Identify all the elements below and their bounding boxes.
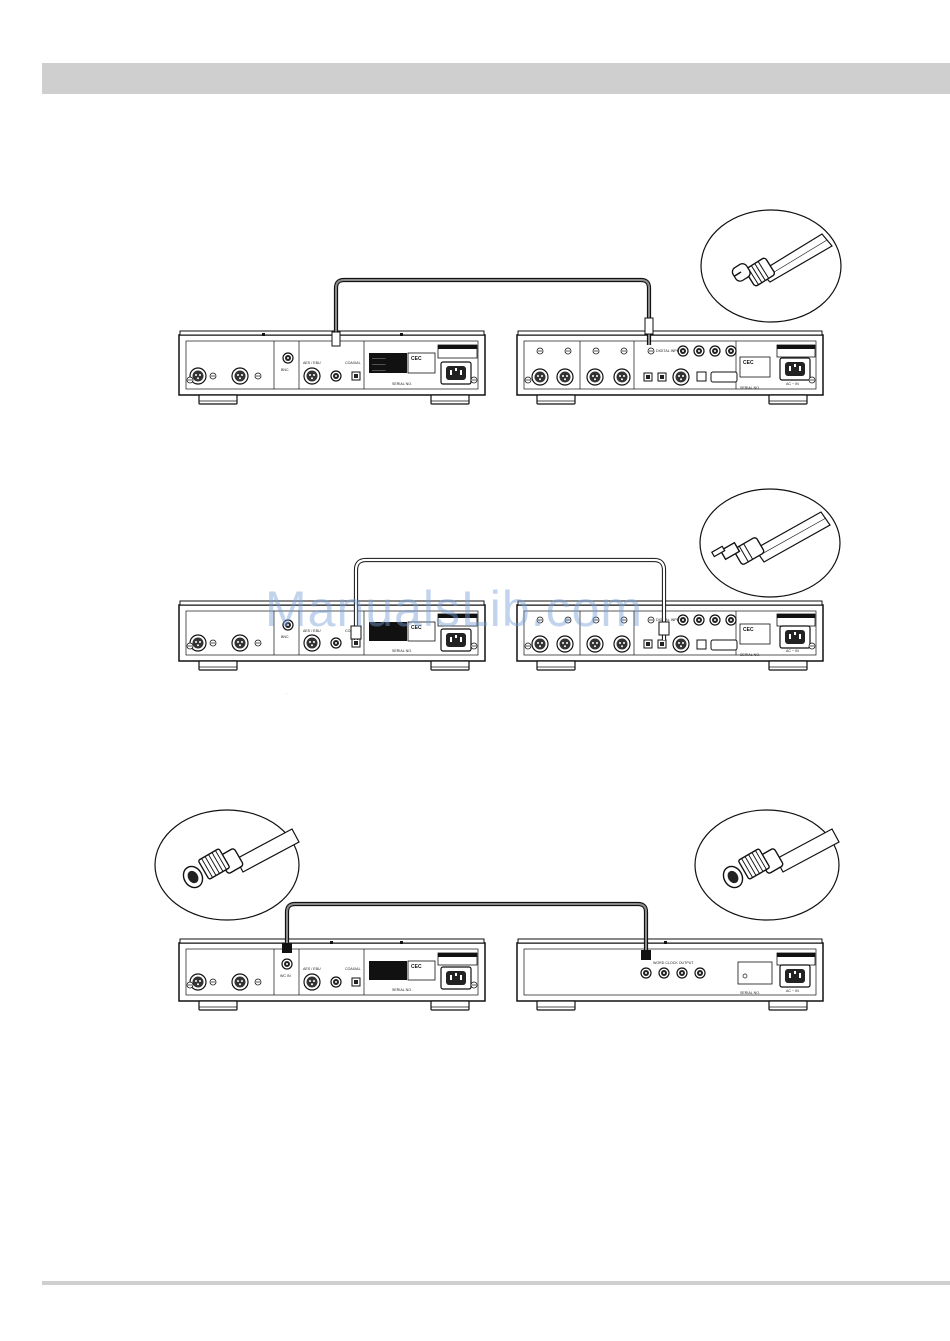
target-serial-label: SERIAL NO. — [740, 386, 760, 390]
target-dac-rear-panel: CEC DIGITAL INPUT AC ~ IN SERIAL NO. — [517, 331, 823, 404]
target-ac-label: AC ~ IN — [786, 989, 799, 993]
target-ac-label: AC ~ IN — [786, 382, 799, 386]
svg-text:CEC: CEC — [411, 964, 422, 970]
target-ac-label: AC ~ IN — [786, 649, 799, 653]
svg-text:CEC: CEC — [411, 356, 422, 362]
svg-text:CEC: CEC — [743, 360, 754, 366]
target-serial-label: SERIAL NO. — [740, 991, 760, 995]
target-input-label: DIGITAL INPUT — [656, 349, 682, 353]
diagram-coaxial: ———— ———— ———— CEC BNC AES / EBU COAXIAL… — [179, 210, 841, 404]
target-input-label: DIGITAL INPUT — [656, 618, 682, 622]
source-aes-label: AES / EBU — [303, 361, 321, 365]
source-bnc-label: BNC — [281, 368, 289, 372]
svg-text:.: . — [286, 691, 287, 695]
svg-text:————: ———— — [372, 356, 386, 360]
target-clock-rear-panel: WORD CLOCK OUTPUT AC ~ IN SERIAL NO. — [517, 939, 823, 1010]
bnc-plug-callout-right — [695, 810, 839, 920]
source-aes-label: AES / EBU — [303, 967, 321, 971]
source-serial-label: SERIAL NO. — [392, 649, 412, 653]
svg-text:————: ———— — [372, 362, 386, 366]
svg-text:————: ———— — [372, 368, 386, 372]
source-wc-label: WC IN — [280, 974, 291, 978]
optical-plug-callout — [700, 489, 840, 597]
source-coax-label: COAXIAL — [345, 361, 361, 365]
bnc-plug-callout-left — [155, 810, 299, 920]
target-serial-label: SERIAL NO. — [740, 653, 760, 657]
source-coax-label: COAXIAL — [345, 967, 361, 971]
svg-text:CEC: CEC — [743, 627, 754, 633]
source-serial-label: SERIAL NO. — [392, 988, 412, 992]
source-serial-label: SERIAL NO. — [392, 382, 412, 386]
diagram-wordclock: CEC WC IN AES / EBU COAXIAL SERIAL NO. — [155, 810, 839, 1010]
target-wordclock-label: WORD CLOCK OUTPUT — [653, 961, 694, 965]
rca-plug-callout — [701, 210, 841, 322]
source-transport-rear-panel: CEC WC IN AES / EBU COAXIAL SERIAL NO. — [179, 939, 485, 1010]
watermark: ManualsLib.com — [265, 580, 643, 638]
